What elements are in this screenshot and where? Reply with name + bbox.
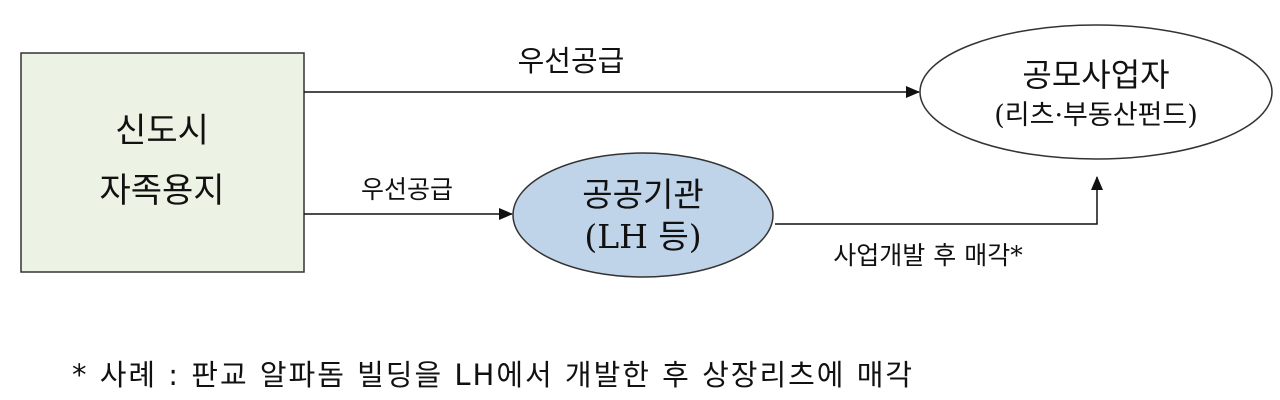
source-box [20, 52, 305, 273]
source-box-line2: 자족용지 [99, 171, 224, 211]
sale-after-development-arrow [775, 176, 1103, 225]
public-agency-ellipse [512, 152, 774, 278]
middle-supply-label: 우선공급 [361, 175, 453, 204]
footnote: * 사례 : 판교 알파돔 빌딩을 LH에서 개발한 후 상장리츠에 매각 [72, 358, 915, 392]
top-supply-label: 우선공급 [518, 44, 625, 78]
contest-operator-ellipse [919, 24, 1273, 160]
source-box-line1: 신도시 [115, 111, 209, 151]
sale-after-development-label: 사업개발 후 매각* [833, 241, 1023, 270]
contest-operator-line1: 공모사업자 [1022, 56, 1169, 94]
contest-operator-line2: (리츠·부동산펀드) [994, 100, 1198, 131]
public-agency-line1: 공공기관 [582, 175, 703, 214]
public-agency-line2: (LH 등) [584, 217, 701, 256]
